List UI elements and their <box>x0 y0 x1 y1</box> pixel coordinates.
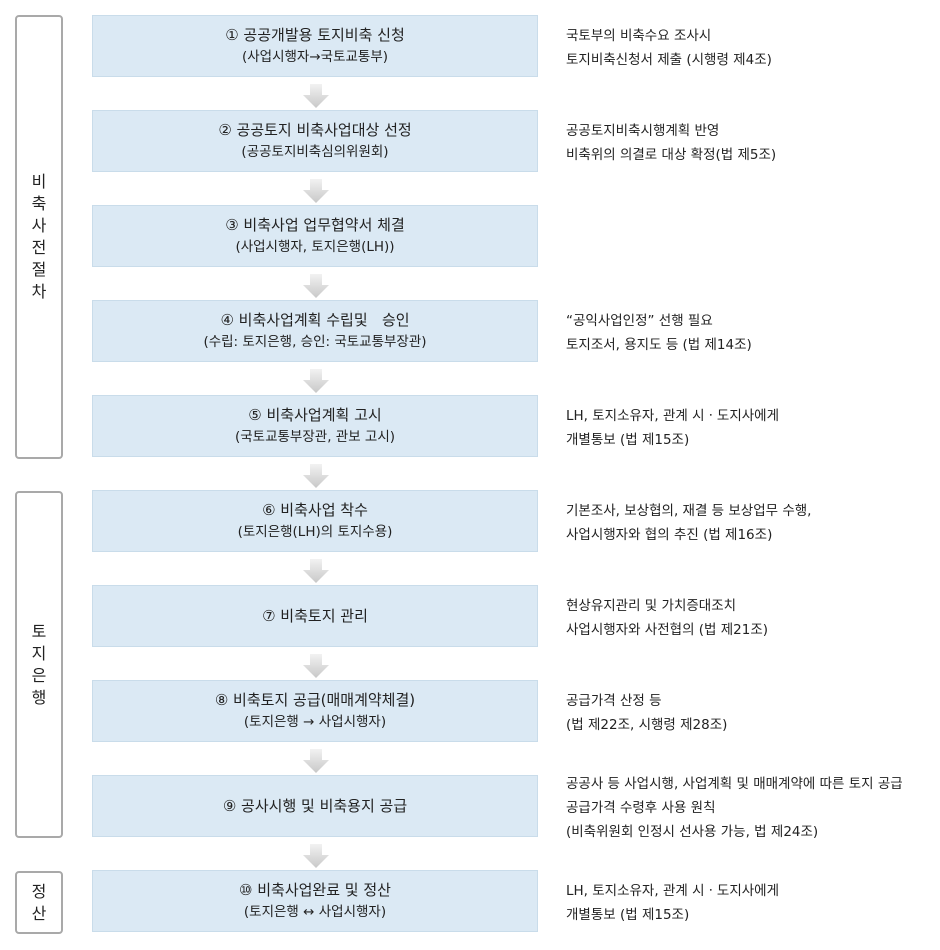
step-10-note: LH, 토지소유자, 관계 시ㆍ도지사에게 개별통보 (법 제15조) <box>566 879 938 927</box>
step-2-box: ② 공공토지 비축사업대상 선정 (공공토지비축심의위원회) <box>92 110 538 172</box>
step-title: ⑥ 비축사업 착수 <box>262 501 368 519</box>
step-subtitle: (국토교통부장관, 관보 고시) <box>234 429 396 445</box>
step-5-note: LH, 토지소유자, 관계 시ㆍ도지사에게 개별통보 (법 제15조) <box>566 404 938 452</box>
phase-label: 토 지 은 행 <box>31 621 47 707</box>
phase-land-bank: 토 지 은 행 <box>15 491 63 838</box>
step-8-note: 공급가격 산정 등 (법 제22조, 시행령 제28조) <box>566 689 938 737</box>
step-title: ④ 비축사업계획 수립및 승인 <box>220 311 410 329</box>
step-subtitle: (토지은행(LH)의 토지수용) <box>237 524 393 540</box>
step-title: ⑧ 비축토지 공급(매매계약체결) <box>214 691 416 709</box>
note-line: (법 제22조, 시행령 제28조) <box>566 717 728 733</box>
step-4-box: ④ 비축사업계획 수립및 승인 (수립: 토지은행, 승인: 국토교통부장관) <box>92 300 538 362</box>
phase-label: 정 산 <box>31 881 47 923</box>
note-line: (비축위원회 인정시 선사용 가능, 법 제24조) <box>566 824 819 840</box>
down-arrow-icon <box>303 179 329 203</box>
down-arrow-icon <box>303 274 329 298</box>
step-1-box: ① 공공개발용 토지비축 신청 (사업시행자→국토교통부) <box>92 15 538 77</box>
step-6-box: ⑥ 비축사업 착수 (토지은행(LH)의 토지수용) <box>92 490 538 552</box>
note-line: 공급가격 산정 등 <box>566 693 662 709</box>
note-line: LH, 토지소유자, 관계 시ㆍ도지사에게 <box>566 408 780 424</box>
step-7-box: ⑦ 비축토지 관리 <box>92 585 538 647</box>
step-7-note: 현상유지관리 및 가치증대조치 사업시행자와 사전협의 (법 제21조) <box>566 594 938 642</box>
note-line: 사업시행자와 협의 추진 (법 제16조) <box>566 527 773 543</box>
step-10-box: ⑩ 비축사업완료 및 정산 (토지은행 ↔ 사업시행자) <box>92 870 538 932</box>
step-title: ⑩ 비축사업완료 및 정산 <box>239 881 391 899</box>
step-title: ③ 비축사업 업무협약서 체결 <box>225 216 405 234</box>
step-subtitle: (사업시행자, 토지은행(LH)) <box>235 239 395 255</box>
step-4-note: “공익사업인정” 선행 필요 토지조서, 용지도 등 (법 제14조) <box>566 309 938 357</box>
phase-pre-stockpiling: 비 축 사 전 절 차 <box>15 15 63 459</box>
step-title: ② 공공토지 비축사업대상 선정 <box>218 121 412 139</box>
step-8-box: ⑧ 비축토지 공급(매매계약체결) (토지은행 → 사업시행자) <box>92 680 538 742</box>
note-line: 기본조사, 보상협의, 재결 등 보상업무 수행, <box>566 503 812 519</box>
step-subtitle: (수립: 토지은행, 승인: 국토교통부장관) <box>203 334 427 350</box>
step-title: ⑦ 비축토지 관리 <box>262 607 368 625</box>
note-line: LH, 토지소유자, 관계 시ㆍ도지사에게 <box>566 883 780 899</box>
step-subtitle: (공공토지비축심의위원회) <box>241 144 389 160</box>
step-1-note: 국토부의 비축수요 조사시 토지비축신청서 제출 (시행령 제4조) <box>566 24 938 72</box>
step-subtitle: (토지은행 ↔ 사업시행자) <box>243 904 387 920</box>
note-line: 공공사 등 사업시행, 사업계획 및 매매계약에 따른 토지 공급 <box>566 776 903 792</box>
note-line: 비축위의 의결로 대상 확정(법 제5조) <box>566 147 777 163</box>
note-line: 토지조서, 용지도 등 (법 제14조) <box>566 337 752 353</box>
step-3-box: ③ 비축사업 업무협약서 체결 (사업시행자, 토지은행(LH)) <box>92 205 538 267</box>
step-9-box: ⑨ 공사시행 및 비축용지 공급 <box>92 775 538 837</box>
step-subtitle: (토지은행 → 사업시행자) <box>243 714 387 730</box>
down-arrow-icon <box>303 464 329 488</box>
step-subtitle: (사업시행자→국토교통부) <box>241 49 389 65</box>
step-6-note: 기본조사, 보상협의, 재결 등 보상업무 수행, 사업시행자와 협의 추진 (… <box>566 499 938 547</box>
phase-label: 비 축 사 전 절 차 <box>31 172 47 301</box>
note-line: “공익사업인정” 선행 필요 <box>566 313 713 329</box>
step-5-box: ⑤ 비축사업계획 고시 (국토교통부장관, 관보 고시) <box>92 395 538 457</box>
step-title: ⑨ 공사시행 및 비축용지 공급 <box>222 797 408 815</box>
note-line: 개별통보 (법 제15조) <box>566 432 690 448</box>
down-arrow-icon <box>303 749 329 773</box>
step-title: ① 공공개발용 토지비축 신청 <box>225 26 405 44</box>
down-arrow-icon <box>303 559 329 583</box>
note-line: 토지비축신청서 제출 (시행령 제4조) <box>566 52 772 68</box>
note-line: 개별통보 (법 제15조) <box>566 907 690 923</box>
down-arrow-icon <box>303 84 329 108</box>
note-line: 사업시행자와 사전협의 (법 제21조) <box>566 622 769 638</box>
down-arrow-icon <box>303 844 329 868</box>
step-9-note: 공공사 등 사업시행, 사업계획 및 매매계약에 따른 토지 공급 공급가격 수… <box>566 772 938 844</box>
note-line: 공공토지비축시행계획 반영 <box>566 123 720 139</box>
note-line: 공급가격 수령후 사용 원칙 <box>566 800 716 816</box>
step-2-note: 공공토지비축시행계획 반영 비축위의 의결로 대상 확정(법 제5조) <box>566 119 938 167</box>
down-arrow-icon <box>303 369 329 393</box>
note-line: 국토부의 비축수요 조사시 <box>566 28 712 44</box>
step-title: ⑤ 비축사업계획 고시 <box>248 406 382 424</box>
phase-settlement: 정 산 <box>15 871 63 934</box>
note-line: 현상유지관리 및 가치증대조치 <box>566 598 737 614</box>
down-arrow-icon <box>303 654 329 678</box>
